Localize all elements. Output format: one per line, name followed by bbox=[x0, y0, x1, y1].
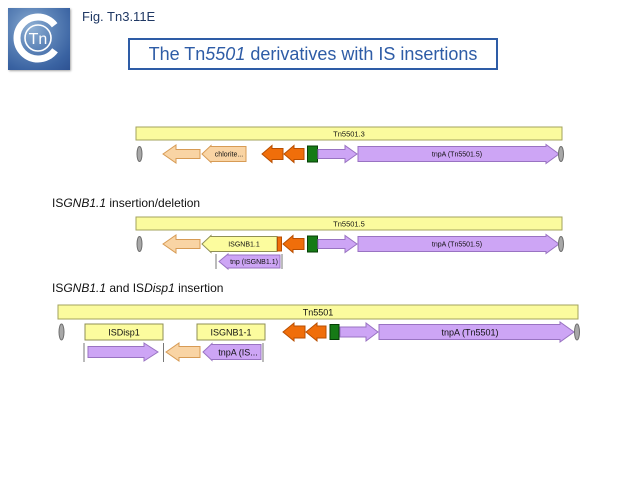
heading3-mid: and IS bbox=[106, 281, 145, 295]
isgnb-label: ISGNB1-1 bbox=[210, 328, 251, 338]
peach-gene-arrow-left bbox=[162, 234, 201, 254]
tn5501-5-backbone-bar bbox=[135, 216, 563, 231]
logo-c-arc bbox=[13, 13, 63, 63]
heading3-pre: IS bbox=[52, 281, 64, 295]
heading-isgnb-insertion-deletion: ISGNB1.1 insertion/deletion bbox=[52, 196, 200, 210]
map-tn5501: Tn5501 ISDisp1 ISGNB1-1 tnpA (Tn5501) tn… bbox=[57, 304, 580, 362]
tnp-isgnb-gene-arrow bbox=[218, 252, 281, 271]
res-site-box bbox=[307, 145, 318, 163]
heading3-italic2: Disp1 bbox=[144, 281, 175, 295]
isdisp-label: ISDisp1 bbox=[108, 328, 140, 338]
logo-inner-ring bbox=[24, 24, 52, 52]
tnpa-is-gene-arrow bbox=[202, 342, 262, 362]
map-tn5501-3: Tn5501.3 chlorite... tnpA (Tn5501.5) bbox=[135, 126, 564, 165]
chlorite-label: chlorite... bbox=[215, 152, 243, 159]
purple-gene-arrow-mid bbox=[339, 322, 379, 342]
orange-gene-fragment bbox=[277, 236, 282, 252]
orange-gene-arrow-1 bbox=[261, 144, 284, 164]
tnpa-label: tnpA (Tn5501.5) bbox=[432, 152, 482, 159]
logo-text: Tn bbox=[29, 31, 48, 48]
map-tn5501-5: Tn5501.5 ISGNB1.1 tnpA (Tn5501.5) tnp (I… bbox=[135, 216, 564, 271]
heading2-italic: GNB1.1 bbox=[63, 196, 107, 210]
tnpa-is-label: tnpA (IS... bbox=[218, 348, 258, 358]
tnpa-label: tnpA (Tn5501.5) bbox=[432, 242, 482, 249]
inverted-repeat-right bbox=[558, 236, 564, 252]
title-italic: 5501 bbox=[205, 43, 246, 64]
tnpa-gene-arrow bbox=[378, 321, 575, 343]
tn5501-bar-label: Tn5501 bbox=[303, 308, 334, 318]
heading2-post: insertion/deletion bbox=[106, 196, 201, 210]
heading3-italic1: GNB1.1 bbox=[63, 281, 107, 295]
isgnb-element-box bbox=[196, 323, 266, 341]
inverted-repeat-right bbox=[558, 146, 564, 162]
orange-gene-arrow-1 bbox=[282, 321, 306, 343]
tn5501-backbone-bar bbox=[57, 304, 579, 320]
inverted-repeat-left bbox=[136, 146, 143, 162]
title-post: derivatives with IS insertions bbox=[245, 43, 478, 64]
tnp-isgnb-label: tnp (ISGNB1.1) bbox=[230, 259, 278, 266]
isdisp-element-box bbox=[84, 323, 164, 341]
heading2-pre: IS bbox=[52, 196, 64, 210]
inverted-repeat-right bbox=[574, 323, 580, 341]
tnpa-gene-arrow bbox=[357, 143, 560, 165]
tn-registry-logo: Tn bbox=[8, 8, 70, 70]
inverted-repeat-left bbox=[58, 323, 65, 341]
tnpa-gene-arrow bbox=[357, 233, 560, 255]
heading-isgnb-isdisp-insertion: ISGNB1.1 and ISDisp1 insertion bbox=[52, 281, 223, 295]
isdisp-tnpa-gene-arrow-right bbox=[87, 342, 159, 362]
orange-gene-arrow-2 bbox=[283, 144, 305, 164]
orange-gene-arrow-2 bbox=[305, 321, 327, 343]
peach-gene-arrow-left bbox=[162, 144, 201, 164]
res-site-box bbox=[329, 324, 340, 340]
figure-label: Fig. Tn3.11E bbox=[82, 9, 156, 24]
purple-gene-arrow-mid bbox=[317, 234, 358, 254]
tn-logo-graphic: Tn bbox=[13, 13, 63, 63]
tnpa-label: tnpA (Tn5501) bbox=[441, 328, 498, 338]
orange-gene-arrow bbox=[282, 234, 305, 254]
purple-gene-arrow-mid bbox=[317, 144, 358, 164]
tn5501-3-bar-label: Tn5501.3 bbox=[333, 130, 365, 139]
title-pre: The Tn bbox=[148, 43, 206, 64]
res-site-box bbox=[307, 235, 318, 253]
peach-gene-arrow-left bbox=[165, 342, 201, 362]
tn5501-5-bar-label: Tn5501.5 bbox=[333, 220, 365, 229]
tn5501-3-backbone-bar bbox=[135, 126, 563, 141]
heading3-post: insertion bbox=[174, 281, 224, 295]
isgnb-label: ISGNB1.1 bbox=[228, 242, 260, 249]
chlorite-gene-arrow bbox=[201, 144, 247, 164]
inverted-repeat-left bbox=[136, 236, 143, 252]
